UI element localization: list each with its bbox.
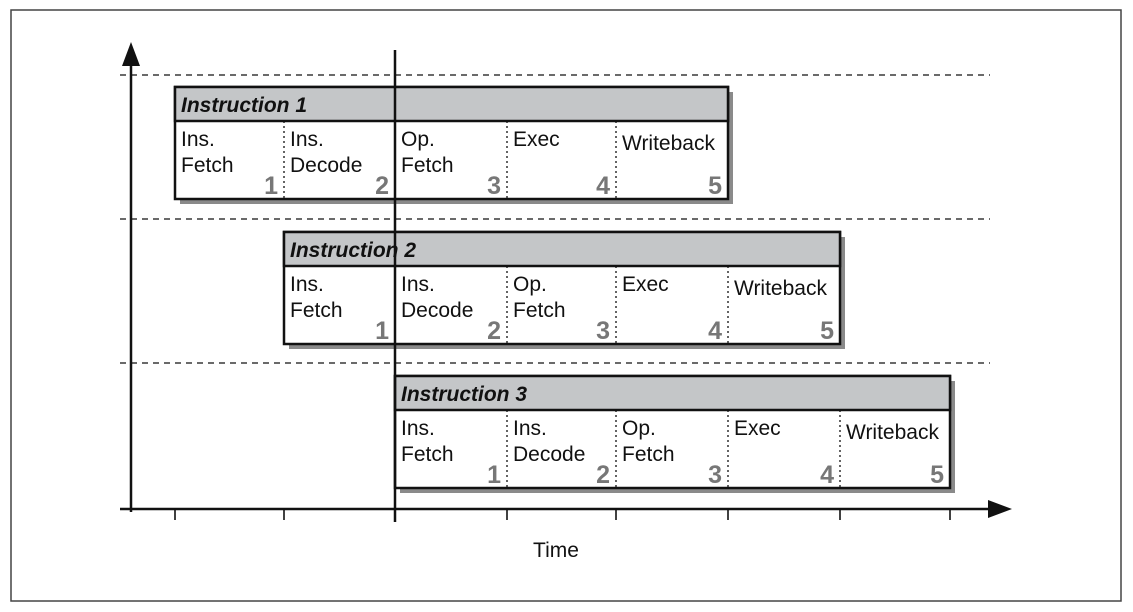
stage-label: Fetch [401, 443, 454, 466]
stage-label: Writeback [622, 132, 715, 155]
stage-number: 1 [264, 172, 278, 200]
stage-label: Decode [401, 299, 473, 322]
instruction-title: Instruction 3 [401, 383, 527, 406]
stage-label: Ins. [401, 417, 435, 440]
box-header [173, 85, 730, 123]
stage-label: Writeback [846, 421, 939, 444]
instruction-title: Instruction 2 [290, 239, 416, 262]
stage-number: 3 [708, 461, 722, 489]
stage-number: 2 [596, 461, 610, 489]
stage-number: 1 [487, 461, 501, 489]
box-header [282, 230, 842, 268]
stage-label: Ins. [290, 128, 324, 151]
stage-number: 2 [375, 172, 389, 200]
stage-label: Op. [622, 417, 656, 440]
stage-label: Decode [513, 443, 585, 466]
stage-number: 5 [930, 461, 944, 489]
instruction-box: Instruction 3 Ins. Fetch 1 Ins. Decode 2 Op. Fet… [393, 374, 955, 493]
x-axis-label: Time [533, 539, 579, 562]
instruction-boxes: Instruction 1Ins.Fetch1Ins.Decode2Op.Fet… [173, 85, 955, 493]
stage-number: 4 [820, 461, 834, 489]
instruction-box: Instruction 2 Ins. Fetch 1 Ins. Decode 2 Op. Fet… [282, 230, 845, 349]
stage-label: Op. [513, 273, 547, 296]
x-axis [120, 500, 1012, 518]
box-header [393, 374, 952, 412]
stage-number: 2 [487, 317, 501, 345]
stage-number: 5 [708, 172, 722, 200]
stage-label: Op. [401, 128, 435, 151]
stage-number: 3 [596, 317, 610, 345]
stage-number: 4 [708, 317, 722, 345]
stage-label: Fetch [290, 299, 343, 322]
stage-number: 4 [596, 172, 610, 200]
stage-label: Decode [290, 154, 362, 177]
stage-label: Exec [513, 128, 560, 151]
stage-label: Ins. [290, 273, 324, 296]
figure-frame [10, 9, 1122, 602]
x-axis-ticks [174, 509, 951, 520]
stage-label: Fetch [622, 443, 675, 466]
stage-label: Ins. [181, 128, 215, 151]
stage-label: Writeback [734, 277, 827, 300]
stage-label: Ins. [513, 417, 547, 440]
stage-number: 5 [820, 317, 834, 345]
y-axis [122, 42, 140, 512]
stage-number: 3 [487, 172, 501, 200]
instruction-box: Instruction 1 Ins. Fetch 1 Ins. Decode 2 Op. Fet… [173, 85, 733, 204]
stage-label: Exec [622, 273, 669, 296]
stage-label: Ins. [401, 273, 435, 296]
stage-label: Exec [734, 417, 781, 440]
stage-label: Fetch [181, 154, 234, 177]
instruction-title: Instruction 1 [181, 94, 307, 117]
stage-number: 1 [375, 317, 389, 345]
stage-label: Fetch [401, 154, 454, 177]
stage-label: Fetch [513, 299, 566, 322]
